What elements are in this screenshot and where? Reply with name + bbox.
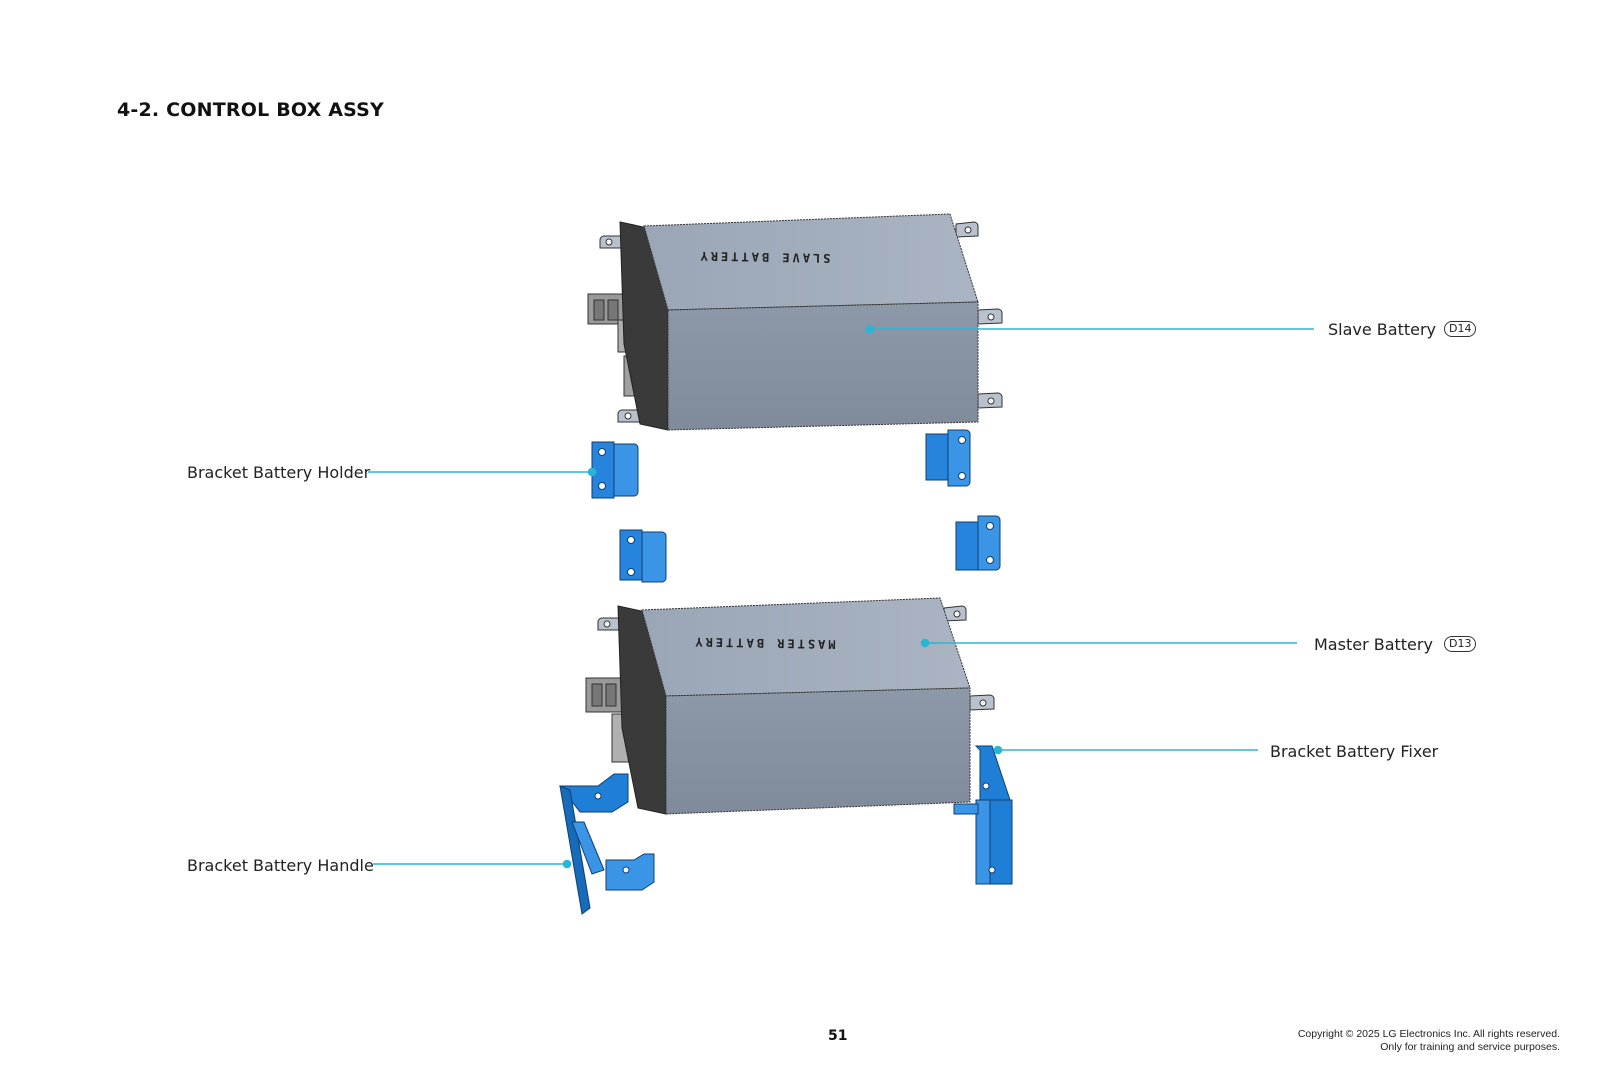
copyright-notice: Copyright © 2025 LG Electronics Inc. All… (1298, 1028, 1560, 1054)
master-battery-drawing (585, 597, 995, 815)
copyright-line-2: Only for training and service purposes. (1380, 1041, 1560, 1053)
bracket-battery-handle-label: Bracket Battery Handle (187, 856, 374, 875)
bracket-battery-holder-label: Bracket Battery Holder (187, 463, 371, 482)
page-number: 51 (828, 1028, 848, 1044)
bracket-battery-handle-drawing (558, 773, 655, 915)
slave-battery-label: Slave Battery (1328, 320, 1437, 339)
section-title: 4-2. CONTROL BOX ASSY (117, 99, 385, 121)
fixer-leader-dot (993, 745, 1003, 755)
copyright-line-1: Copyright © 2025 LG Electronics Inc. All… (1297, 1028, 1560, 1040)
bracket-battery-fixer-drawing (953, 745, 1013, 885)
slave-battery-code-badge: D14 (1444, 321, 1477, 337)
master-battery-leader-dot (920, 638, 930, 648)
bracket-battery-fixer-label: Bracket Battery Fixer (1270, 742, 1439, 761)
bracket-battery-holder-drawing (591, 429, 1001, 583)
master-battery-label: Master Battery (1314, 635, 1433, 654)
holder-leader-dot (587, 467, 597, 477)
leader-lines (368, 324, 1314, 869)
slave-battery-leader-dot (865, 324, 875, 334)
slave-battery-drawing (587, 213, 1003, 431)
master-battery-code-badge: D13 (1444, 636, 1477, 652)
handle-leader-dot (562, 859, 572, 869)
